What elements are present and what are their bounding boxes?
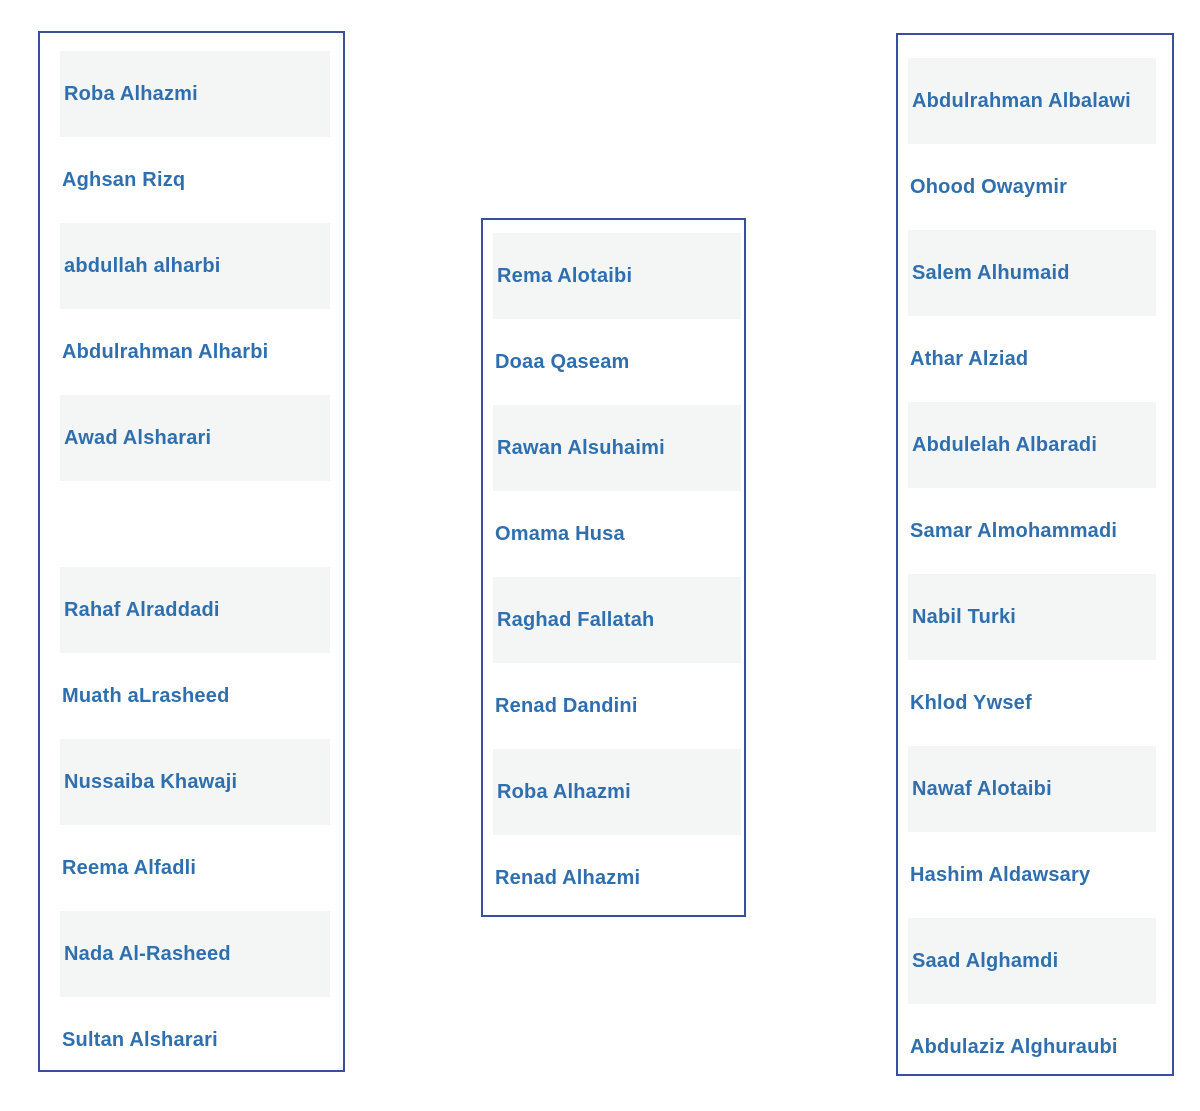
name-list: Rema Alotaibi Doaa Qaseam Rawan Alsuhaim… [493, 233, 741, 921]
list-item[interactable]: Rahaf Alraddadi [60, 567, 330, 653]
list-item[interactable]: Reema Alfadli [60, 825, 330, 911]
list-item-label[interactable]: Rawan Alsuhaimi [497, 436, 665, 459]
list-item[interactable]: Rawan Alsuhaimi [493, 405, 741, 491]
list-item-label[interactable]: Roba Alhazmi [64, 82, 198, 105]
list-item[interactable]: Doaa Qaseam [493, 319, 741, 405]
name-list-panel-left: Roba Alhazmi Aghsan Rizq abdullah alharb… [38, 31, 345, 1072]
list-item-label[interactable]: Athar Alziad [910, 347, 1029, 370]
list-item-label[interactable]: Abdulelah Albaradi [912, 433, 1098, 456]
list-item-label[interactable]: Nabil Turki [912, 605, 1017, 628]
list-item-label[interactable]: Ohood Owaymir [910, 175, 1068, 198]
list-item[interactable]: Ohood Owaymir [908, 144, 1156, 230]
list-item[interactable]: Raghad Fallatah [493, 577, 741, 663]
list-item-label[interactable]: Nada Al-Rasheed [64, 942, 231, 965]
list-item[interactable]: Omama Husa [493, 491, 741, 577]
list-item-label[interactable]: Nussaiba Khawaji [64, 770, 238, 793]
list-item[interactable]: Nussaiba Khawaji [60, 739, 330, 825]
list-item-empty [60, 481, 330, 567]
list-item-label[interactable]: Aghsan Rizq [62, 168, 186, 191]
list-item-label[interactable]: Raghad Fallatah [497, 608, 655, 631]
list-item-label[interactable]: Hashim Aldawsary [910, 863, 1091, 886]
list-item-label[interactable]: Samar Almohammadi [910, 519, 1118, 542]
list-item[interactable]: Saad Alghamdi [908, 918, 1156, 1004]
list-item-label[interactable]: Muath aLrasheed [62, 684, 230, 707]
list-item-label[interactable]: Renad Dandini [495, 694, 638, 717]
list-item[interactable]: Abdulaziz Alghuraubi [908, 1004, 1156, 1090]
list-item-label[interactable]: Doaa Qaseam [495, 350, 630, 373]
list-item-label[interactable]: Abdulaziz Alghuraubi [910, 1035, 1118, 1058]
list-item[interactable]: Awad Alsharari [60, 395, 330, 481]
list-item-label[interactable]: Saad Alghamdi [912, 949, 1059, 972]
list-item-label[interactable]: Abdulrahman Alharbi [62, 340, 269, 363]
list-item[interactable]: Aghsan Rizq [60, 137, 330, 223]
list-item-label[interactable]: Nawaf Alotaibi [912, 777, 1052, 800]
list-item[interactable]: abdullah alharbi [60, 223, 330, 309]
list-item[interactable]: Nawaf Alotaibi [908, 746, 1156, 832]
list-item-label[interactable]: abdullah alharbi [64, 254, 221, 277]
list-item[interactable]: Hashim Aldawsary [908, 832, 1156, 918]
list-item-label[interactable]: Sultan Alsharari [62, 1028, 218, 1051]
list-item[interactable]: Athar Alziad [908, 316, 1156, 402]
name-list: Abdulrahman Albalawi Ohood Owaymir Salem… [908, 58, 1156, 1090]
list-item[interactable]: Nabil Turki [908, 574, 1156, 660]
list-item-label[interactable]: Salem Alhumaid [912, 261, 1070, 284]
list-item[interactable]: Salem Alhumaid [908, 230, 1156, 316]
name-list: Roba Alhazmi Aghsan Rizq abdullah alharb… [60, 51, 330, 1083]
list-item[interactable]: Roba Alhazmi [493, 749, 741, 835]
list-item[interactable]: Abdulrahman Alharbi [60, 309, 330, 395]
list-item-label[interactable]: Reema Alfadli [62, 856, 197, 879]
list-item-label[interactable]: Omama Husa [495, 522, 625, 545]
list-item-label[interactable]: Rahaf Alraddadi [64, 598, 220, 621]
list-item-label[interactable]: Khlod Ywsef [910, 691, 1032, 714]
list-item[interactable]: Renad Alhazmi [493, 835, 741, 921]
name-list-panel-middle: Rema Alotaibi Doaa Qaseam Rawan Alsuhaim… [481, 218, 746, 917]
list-item[interactable]: Khlod Ywsef [908, 660, 1156, 746]
list-item[interactable]: Rema Alotaibi [493, 233, 741, 319]
list-item[interactable]: Nada Al-Rasheed [60, 911, 330, 997]
list-item-label[interactable]: Rema Alotaibi [497, 264, 633, 287]
list-item[interactable]: Abdulelah Albaradi [908, 402, 1156, 488]
list-item[interactable]: Renad Dandini [493, 663, 741, 749]
list-item-label[interactable]: Renad Alhazmi [495, 866, 641, 889]
list-item[interactable]: Roba Alhazmi [60, 51, 330, 137]
list-item[interactable]: Samar Almohammadi [908, 488, 1156, 574]
name-list-panel-right: Abdulrahman Albalawi Ohood Owaymir Salem… [896, 33, 1174, 1076]
list-item-label[interactable]: Awad Alsharari [64, 426, 212, 449]
list-item[interactable]: Sultan Alsharari [60, 997, 330, 1083]
list-item-label[interactable]: Roba Alhazmi [497, 780, 631, 803]
list-item[interactable]: Muath aLrasheed [60, 653, 330, 739]
list-item[interactable]: Abdulrahman Albalawi [908, 58, 1156, 144]
list-item-label[interactable]: Abdulrahman Albalawi [912, 89, 1131, 112]
